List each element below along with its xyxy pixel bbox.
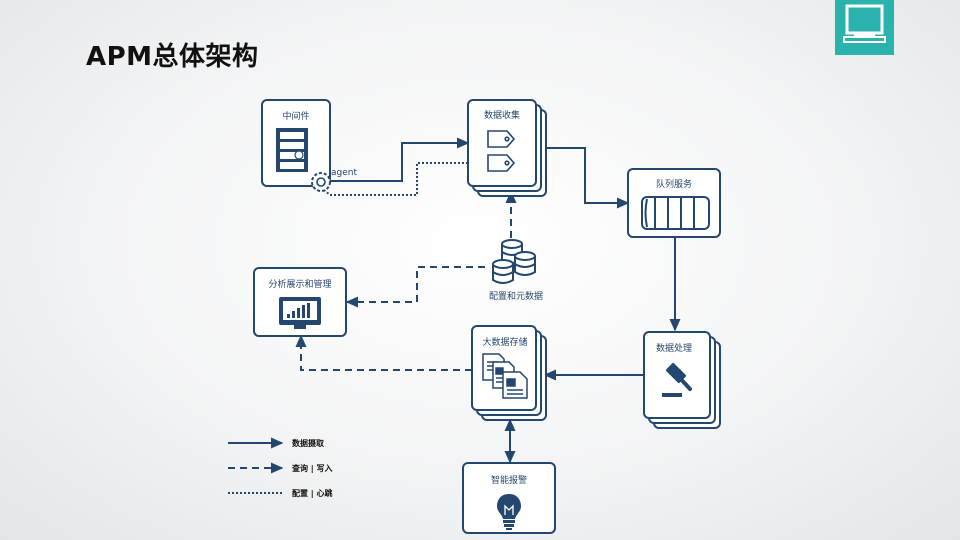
queue-icon	[641, 196, 710, 230]
legend-label-dashed: 查询 | 写入	[292, 463, 333, 473]
edge-config-to-analysis	[345, 266, 485, 308]
legend-item-dashed: 查询 | 写入	[228, 462, 333, 474]
gear-icon	[311, 172, 331, 192]
edge-collect-to-agent	[323, 162, 468, 196]
node-queue-label: 队列服务	[656, 178, 692, 190]
edge-storage-to-analysis	[295, 334, 472, 371]
page-title: APM总体架构	[86, 42, 259, 72]
edge-collect-to-queue	[545, 147, 630, 209]
legend-item-solid: 数据摄取	[228, 437, 324, 449]
connector-lines	[330, 137, 681, 464]
legend-label-dotted: 配置 | 心跳	[292, 488, 333, 498]
node-storage: 大数据存储	[471, 325, 547, 421]
node-config-label: 配置和元数据	[489, 290, 543, 302]
gavel-icon	[662, 363, 692, 397]
legend: 数据摄取 查询 | 写入 配置 | 心跳	[228, 437, 333, 498]
edge-agent-to-collect	[330, 137, 470, 182]
agent-label: agent	[331, 168, 357, 178]
node-storage-label: 大数据存储	[482, 336, 527, 348]
server-rack-icon	[276, 128, 308, 172]
dotted-lines	[323, 162, 468, 196]
node-collect-label: 数据收集	[484, 109, 520, 121]
monitor-chart-icon	[279, 297, 321, 329]
dashed-lines	[295, 190, 517, 371]
node-process: 数据处理	[643, 331, 721, 429]
database-icon	[492, 239, 536, 284]
node-queue: 队列服务	[627, 168, 721, 238]
node-analysis: 分析展示和管理	[253, 267, 347, 337]
node-process-label: 数据处理	[656, 342, 692, 354]
lightbulb-icon	[497, 494, 521, 530]
node-alert-label: 智能报警	[491, 474, 527, 486]
node-middleware: 中间件	[261, 99, 331, 187]
monitor-icon	[835, 0, 894, 55]
node-analysis-label: 分析展示和管理	[268, 278, 331, 290]
node-alert: 智能报警	[462, 462, 556, 534]
node-middleware-label: 中间件	[282, 110, 309, 122]
legend-item-dotted: 配置 | 心跳	[228, 488, 333, 498]
node-collect: 数据收集	[467, 99, 547, 197]
documents-icon	[482, 353, 528, 399]
legend-label-solid: 数据摄取	[292, 438, 324, 448]
tag-icon	[487, 130, 516, 172]
